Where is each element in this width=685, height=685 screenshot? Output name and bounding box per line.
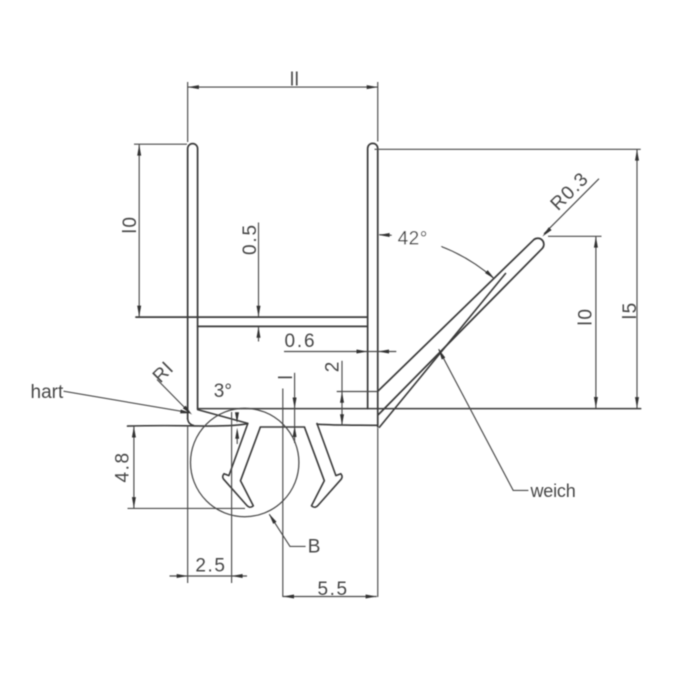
svg-text:hart: hart xyxy=(31,382,64,403)
svg-text:l0: l0 xyxy=(120,215,141,233)
svg-text:l5: l5 xyxy=(620,301,641,319)
svg-text:B: B xyxy=(308,537,321,558)
svg-text:3°: 3° xyxy=(214,381,232,402)
svg-text:0.5: 0.5 xyxy=(240,223,261,255)
svg-text:4.8: 4.8 xyxy=(112,451,133,482)
svg-text:l: l xyxy=(276,375,297,379)
svg-text:ll: ll xyxy=(290,70,300,91)
svg-text:0.6: 0.6 xyxy=(285,331,317,352)
svg-text:5.5: 5.5 xyxy=(318,579,349,600)
svg-text:l0: l0 xyxy=(575,308,596,326)
svg-text:42°: 42° xyxy=(398,229,428,250)
svg-text:2.5: 2.5 xyxy=(195,555,226,576)
svg-text:2: 2 xyxy=(322,362,343,373)
svg-text:weich: weich xyxy=(530,481,576,501)
